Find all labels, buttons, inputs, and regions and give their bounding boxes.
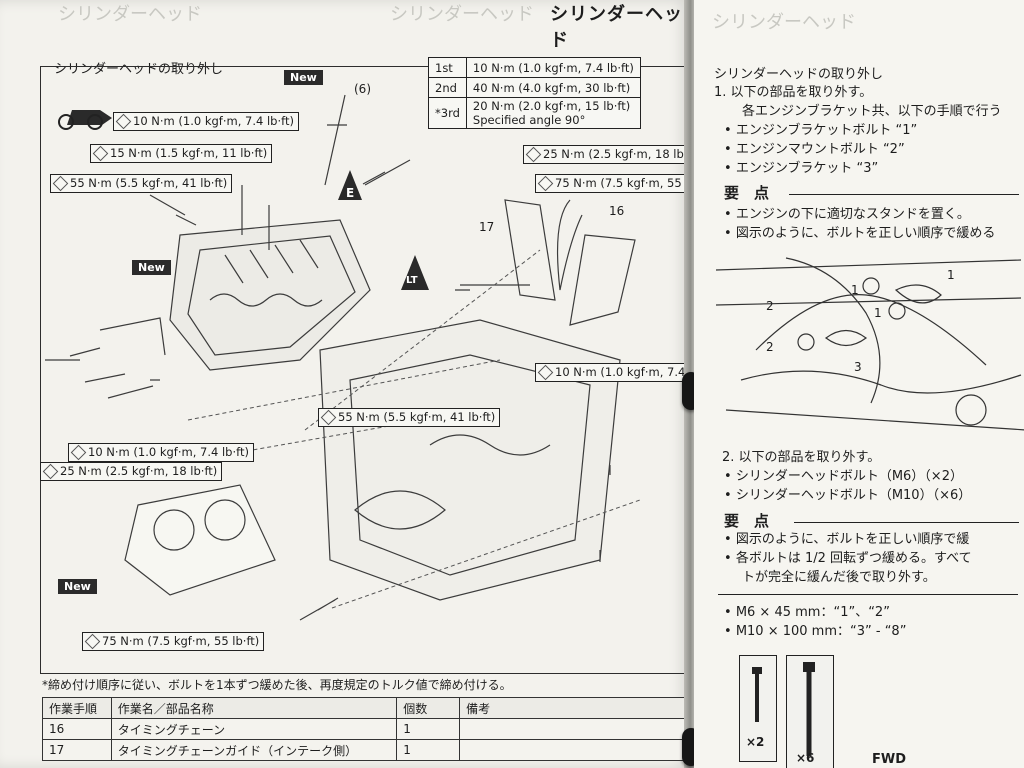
- torque-wrench-icon: [115, 113, 132, 130]
- header-part-name: 作業名／部品名称: [110, 697, 398, 719]
- point-line: • 図示のように、ボルトを正しい順序で緩: [724, 532, 970, 547]
- torque-label: 55 N·m (5.5 kgf·m, 41 lb·ft): [318, 408, 501, 427]
- parts-table: 作業手順 作業名／部品名称 個数 備考 16 タイミングチェーン 1 17 タイ…: [42, 697, 690, 761]
- ghost-header-right: シリンダーヘッド: [712, 12, 856, 33]
- diagram-label-3: 3: [854, 360, 862, 374]
- torque-step: *3rd: [428, 97, 467, 129]
- dimension-line: • M6 × 45 mm：“1”、“2”: [724, 605, 890, 620]
- row-part: タイミングチェーン: [110, 718, 398, 740]
- quantity-x6: ×6: [796, 751, 815, 765]
- parts-table-header: 作業手順 作業名／部品名称 個数 備考: [42, 697, 690, 719]
- row-qty: 1: [396, 739, 461, 761]
- step-1: 1. 以下の部品を取り外す。: [714, 85, 873, 100]
- bullet-2: • エンジンマウントボルト “2”: [724, 142, 905, 157]
- torque-label: 10 N·m (1.0 kgf·m, 7.4 lb·ft): [68, 443, 254, 462]
- section-title: シリンダーヘッドの取り外し: [54, 62, 224, 77]
- callout-16: 16: [609, 204, 625, 218]
- diagram-label-1: 1: [947, 268, 955, 282]
- torque-wrench-icon: [70, 444, 87, 461]
- bullet-5: • シリンダーヘッドボルト（M10）（×6）: [724, 488, 972, 503]
- key-point-rule: [794, 522, 1019, 523]
- key-point-title: 要 点: [724, 184, 770, 202]
- torque-wrench-icon: [525, 146, 542, 163]
- diagram-label-1: 1: [851, 283, 859, 297]
- callout-6: (6): [354, 82, 371, 96]
- exploded-diagram: [45, 94, 641, 621]
- bolt-icons: [752, 662, 815, 756]
- point-line: • 各ボルトは 1/2 回転ずつ緩める。すべて: [724, 551, 972, 566]
- torque-label: 15 N·m (1.5 kgf·m, 11 lb·ft): [90, 144, 273, 163]
- engine-bracket-diagram: [716, 257, 1024, 431]
- torque-label: 75 N·m (7.5 kgf·m, 55 lb·ft): [535, 174, 718, 193]
- diagram-label-2: 2: [766, 340, 774, 354]
- torque-angle: Specified angle 90°: [472, 113, 586, 127]
- torque-label: 10 N·m (1.0 kgf·m, 7.4 lb·ft): [535, 363, 721, 382]
- row-step: 17: [42, 739, 112, 761]
- row-remarks: [459, 739, 690, 761]
- torque-label: 10 N·m (1.0 kgf·m, 7.4 lb·ft): [113, 112, 299, 131]
- new-part-badge: New: [58, 579, 97, 594]
- torque-wrench-icon: [537, 175, 554, 192]
- procedure-note: *締め付け順序に従い、ボルトを1本ずつ緩めた後、再度規定のトルク値で締め付ける。: [42, 678, 512, 692]
- table-row: 16 タイミングチェーン 1: [42, 718, 690, 740]
- torque-wrench-icon: [320, 409, 337, 426]
- dimension-line: • M10 × 100 mm：“3” - “8”: [724, 624, 907, 639]
- new-part-badge: New: [284, 70, 323, 85]
- right-page: シリンダーヘッド シリンダーヘッドの取り外し 1. 以下の部品を取り外す。 各エ…: [694, 0, 1024, 768]
- ghost-header-left: シリンダーヘッド: [58, 4, 202, 25]
- torque-label: 55 N·m (5.5 kgf·m, 41 lb·ft): [50, 174, 233, 193]
- header-qty: 個数: [396, 697, 461, 719]
- torque-wrench-icon: [84, 633, 101, 650]
- page-header: シリンダーヘッド: [550, 4, 683, 51]
- diagram-label-1: 1: [874, 306, 882, 320]
- row-part: タイミングチェーンガイド（インテーク側）: [110, 739, 398, 761]
- locking-agent-icon: LT: [406, 275, 418, 286]
- table-row: 17 タイミングチェーンガイド（インテーク側） 1: [42, 739, 690, 761]
- ghost-header-mid: シリンダーヘッド: [390, 4, 534, 25]
- point-line: • 図示のように、ボルトを正しい順序で緩める: [724, 226, 996, 241]
- callout-17: 17: [479, 220, 495, 234]
- section-rule: [718, 594, 1018, 595]
- torque-label: 25 N·m (2.5 kgf·m, 18 lb·ft): [523, 145, 706, 164]
- torque-step: 2nd: [428, 77, 467, 98]
- right-section-title: シリンダーヘッドの取り外し: [714, 67, 884, 82]
- key-point-rule: [789, 194, 1019, 195]
- step-2: 2. 以下の部品を取り外す。: [722, 450, 881, 465]
- torque-value-main: 20 N·m (2.0 kgf·m, 15 lb·ft): [472, 99, 631, 113]
- left-page: シリンダーヘッド シリンダーヘッド シリンダーヘッド シリンダーヘッドの取り外し: [0, 0, 721, 768]
- header-remarks: 備考: [459, 697, 690, 719]
- torque-value: 20 N·m (2.0 kgf·m, 15 lb·ft)Specified an…: [465, 97, 641, 129]
- row-qty: 1: [396, 718, 461, 740]
- row-remarks: [459, 718, 690, 740]
- torque-wrench-icon: [537, 364, 554, 381]
- torque-wrench-icon: [92, 145, 109, 162]
- torque-step: 1st: [428, 57, 467, 78]
- torque-value: 40 N·m (4.0 kgf·m, 30 lb·ft): [465, 77, 641, 98]
- new-part-badge: New: [132, 260, 171, 275]
- point-line: トが完全に緩んだ後で取り外す。: [742, 570, 936, 585]
- torque-value: 10 N·m (1.0 kgf·m, 7.4 lb·ft): [465, 57, 641, 78]
- torque-wrench-icon: [42, 463, 59, 480]
- torque-wrench-icon: [52, 175, 69, 192]
- bullet-1: • エンジンブラケットボルト “1”: [724, 123, 918, 138]
- torque-label: 25 N·m (2.5 kgf·m, 18 lb·ft): [40, 462, 223, 481]
- quantity-x2: ×2: [746, 735, 765, 749]
- point-line: • エンジンの下に適切なスタンドを置く。: [724, 207, 970, 222]
- step-1-sub: 各エンジンブラケット共、以下の手順で行う: [742, 104, 1002, 119]
- row-step: 16: [42, 718, 112, 740]
- fwd-indicator: FWD: [872, 752, 907, 767]
- bullet-3: • エンジンブラケット “3”: [724, 161, 879, 176]
- engine-oil-icon: E: [346, 186, 355, 200]
- diagram-label-2: 2: [766, 299, 774, 313]
- key-point-title: 要 点: [724, 512, 770, 530]
- header-step: 作業手順: [42, 697, 112, 719]
- torque-label: 75 N·m (7.5 kgf·m, 55 lb·ft): [82, 632, 265, 651]
- bullet-4: • シリンダーヘッドボルト（M6）（×2）: [724, 469, 963, 484]
